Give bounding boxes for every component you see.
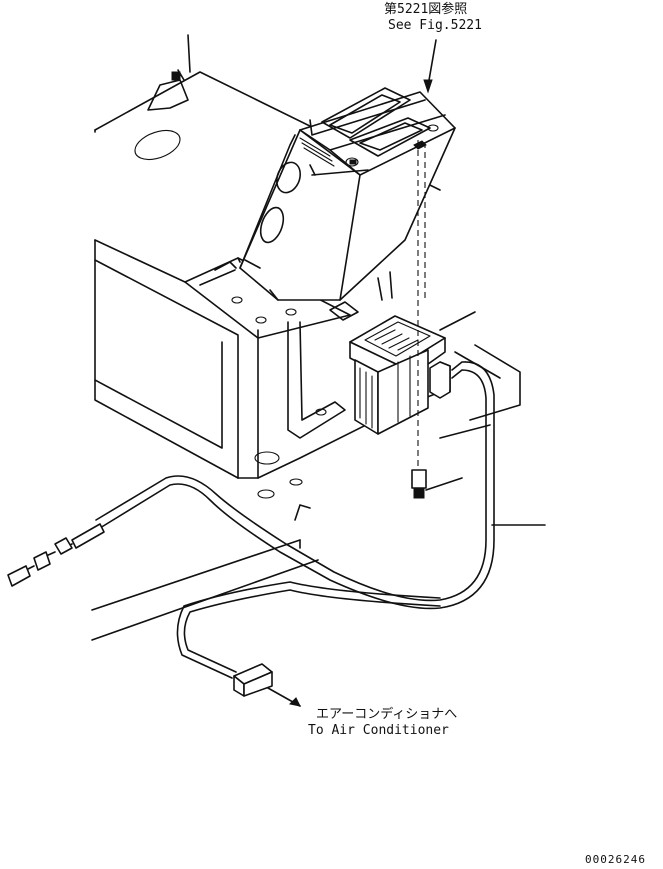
drawing-number-label: 00026246 <box>585 853 646 866</box>
reference-leader <box>423 39 437 94</box>
ac-connector <box>233 663 301 707</box>
destination-jp-label: エアーコンディショナへ <box>316 707 458 722</box>
mounting-bolt <box>411 140 463 499</box>
mounting-bracket <box>184 257 393 439</box>
console-box <box>214 87 456 301</box>
fuse-box <box>349 311 476 435</box>
reference-figure-jp-label: 第5221図参照 <box>384 2 468 17</box>
reference-figure-en-label: See Fig.5221 <box>388 18 482 33</box>
seat-lever <box>147 34 191 111</box>
destination-en-label: To Air Conditioner <box>308 723 449 738</box>
wiring-harness <box>7 361 546 679</box>
